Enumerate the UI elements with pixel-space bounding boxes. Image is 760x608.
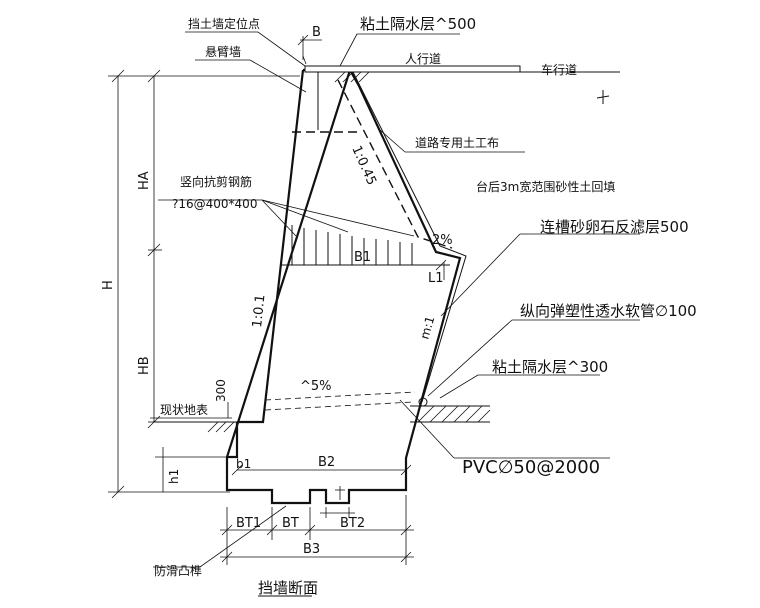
label-slope-2pct: 2% <box>432 233 453 248</box>
pavement <box>304 65 620 104</box>
label-dim-300: 300 <box>214 379 228 402</box>
label-dim-h1: h1 <box>167 469 181 484</box>
label-cantilever-wall: 悬臂墙 <box>205 45 241 59</box>
existing-ground-left <box>153 421 240 433</box>
vertical-dimensions <box>108 69 300 499</box>
label-shear-rebar-title: 竖向抗剪钢筋 <box>180 174 252 189</box>
wall-outline <box>225 67 462 505</box>
label-dim-b1-small: b1 <box>236 457 251 471</box>
label-pvc-pipe: PVC∅50@2000 <box>462 457 600 478</box>
label-slope-front: 1:0.1 <box>250 294 268 329</box>
label-dim-bt2: BT2 <box>340 516 365 531</box>
label-section-title: 挡墙断面 <box>258 579 318 597</box>
label-anti-slip-key: 防滑凸榫 <box>154 563 202 578</box>
clay-seal-top-hatch <box>334 71 370 83</box>
label-clay-seal-top: 粘土隔水层^500 <box>360 15 476 33</box>
label-backfill: 台后3m宽范围砂性土回填 <box>476 179 615 194</box>
label-dim-h: H <box>101 280 116 290</box>
label-dim-l1: L1 <box>428 271 444 286</box>
label-slope-m: m:1 <box>417 314 437 340</box>
label-dim-b1: B1 <box>354 250 371 265</box>
label-geotextile: 道路专用土工布 <box>415 135 499 150</box>
label-dim-b: B <box>312 25 321 40</box>
label-clay-seal-bottom: 粘土隔水层^300 <box>492 358 608 376</box>
label-dim-ha: HA <box>137 171 152 190</box>
label-dim-b3: B3 <box>303 542 320 557</box>
label-slope-5pct: ^5% <box>300 379 332 394</box>
existing-ground-right <box>410 405 491 423</box>
label-sidewalk: 人行道 <box>405 52 441 66</box>
label-shear-rebar-spec: ?16@400*400 <box>172 197 257 211</box>
label-dim-bt: BT <box>282 516 299 531</box>
label-slope-back: 1:0.45 <box>348 144 379 188</box>
label-existing-ground: 现状地表 <box>160 403 208 417</box>
gravel-filter-outline <box>351 69 467 403</box>
label-dim-bt1: BT1 <box>236 516 261 531</box>
label-drain-pipe: 纵向弹塑性透水软管∅100 <box>520 302 697 320</box>
label-carriageway: 车行道 <box>541 62 577 77</box>
leader-lines <box>150 31 640 568</box>
geotextile-dashed-line <box>337 79 453 249</box>
label-dim-b2: B2 <box>318 455 335 470</box>
label-dim-hb: HB <box>137 356 152 375</box>
label-wall-locator: 挡土墙定位点 <box>188 16 260 31</box>
pvc-pipe-dashed-top <box>264 391 416 401</box>
pvc-pipe-dashed-bottom <box>264 401 414 411</box>
label-gravel-filter: 连槽砂卵石反滤层500 <box>540 218 689 236</box>
